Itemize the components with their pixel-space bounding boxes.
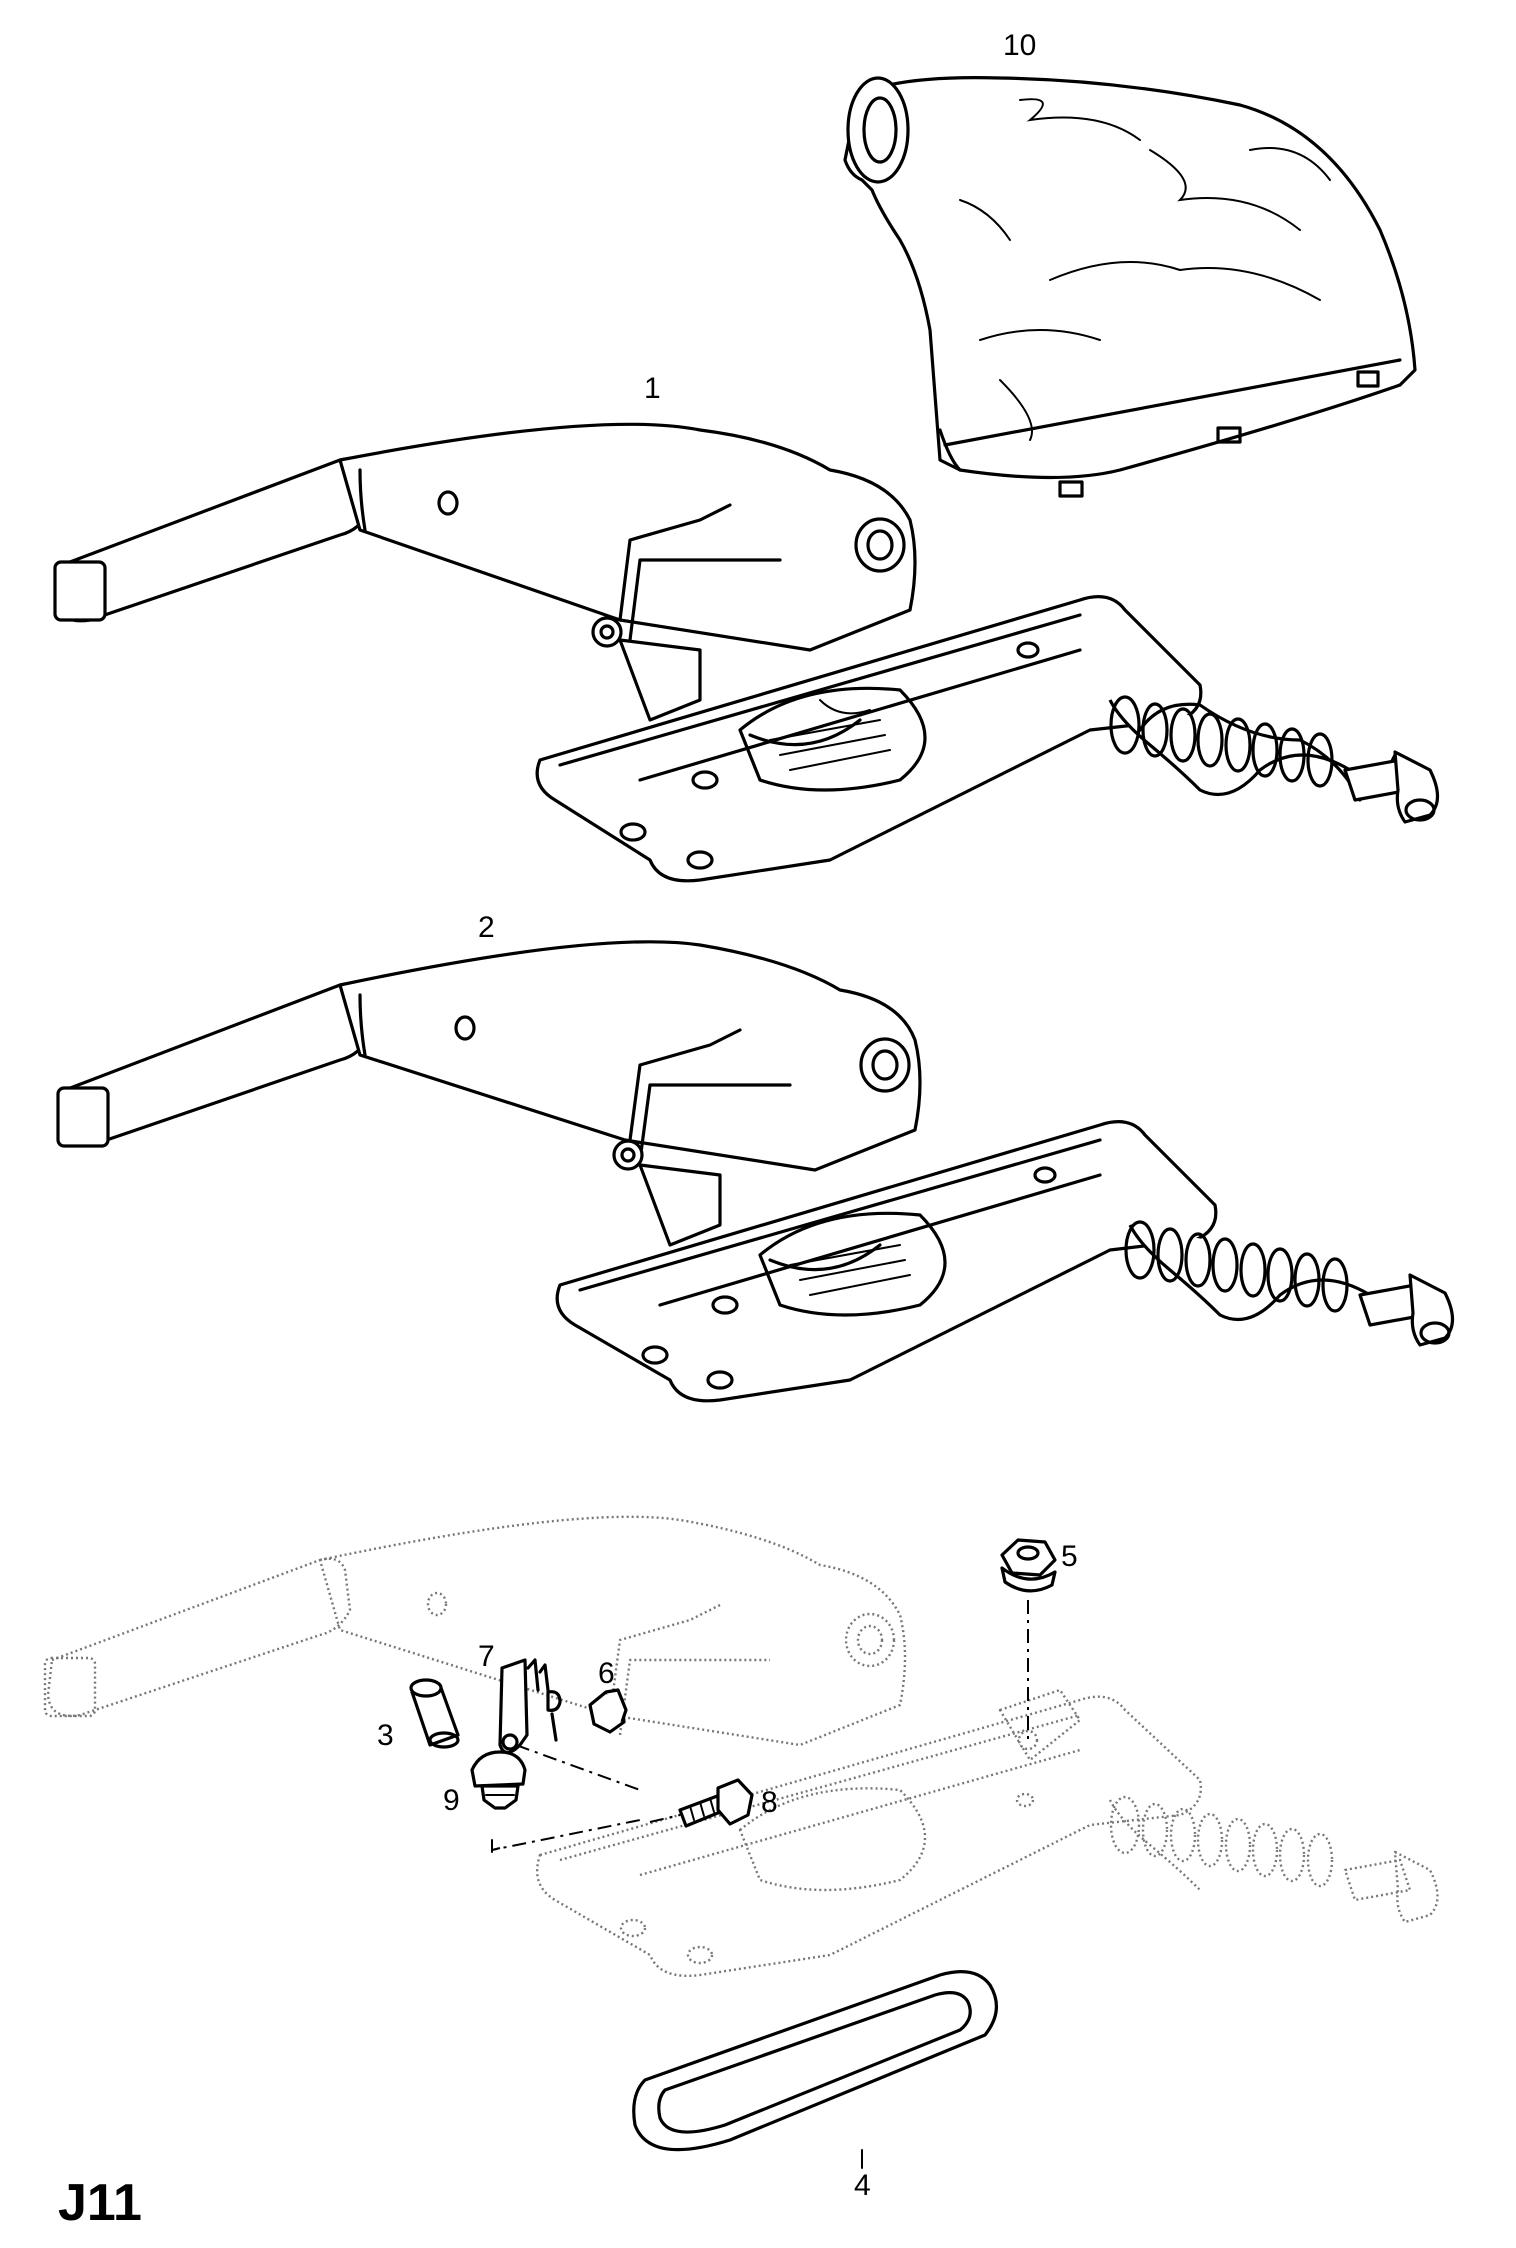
part-1-handbrake-lever[interactable] xyxy=(53,422,1440,883)
part-5-nut[interactable] xyxy=(1000,1538,1057,1593)
callout-9: 9 xyxy=(443,1784,460,1817)
part-6-bolt[interactable] xyxy=(588,1688,628,1734)
part-9-fit-line xyxy=(491,1819,641,1851)
part-8-bolt[interactable] xyxy=(678,1778,754,1828)
callout-7: 7 xyxy=(478,1640,495,1673)
callout-1: 1 xyxy=(644,372,661,405)
callout-10: 10 xyxy=(1003,29,1036,62)
part-10-gaiter[interactable] xyxy=(843,76,1417,498)
reference-assembly-outline xyxy=(43,1515,1439,1977)
diagram-reference-code: J11 xyxy=(58,2174,142,2232)
part-4-seal[interactable] xyxy=(632,1970,998,2152)
part-7-bracket[interactable] xyxy=(498,1658,562,1755)
callout-3: 3 xyxy=(377,1719,394,1752)
part-7-fit-line xyxy=(515,1744,641,1791)
callout-2: 2 xyxy=(478,911,495,944)
part-8-fit-line xyxy=(649,1814,681,1823)
callout-5: 5 xyxy=(1061,1540,1078,1573)
callout-8: 8 xyxy=(761,1786,778,1819)
part-9-clip[interactable] xyxy=(470,1750,527,1810)
callout-6: 6 xyxy=(598,1657,615,1690)
callout-4: 4 xyxy=(854,2169,871,2202)
part-2-handbrake-lever[interactable] xyxy=(56,940,1455,1403)
part-3-bush[interactable] xyxy=(409,1678,460,1749)
